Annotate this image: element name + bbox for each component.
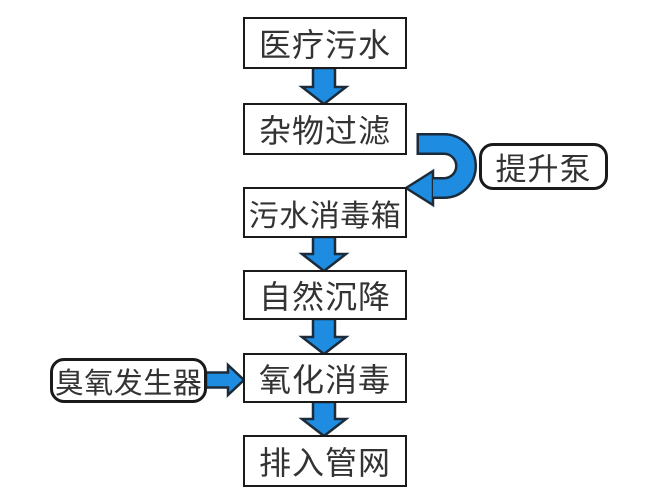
node-ozone-generator-label: 臭氧发生器 — [54, 367, 203, 400]
node-disinfection-tank-label: 污水消毒箱 — [248, 199, 402, 233]
node-disinfection-tank: 污水消毒箱 — [243, 187, 407, 238]
node-natural-sedimentation: 自然沉降 — [243, 270, 407, 320]
node-medical-sewage-label: 医疗污水 — [258, 27, 391, 63]
node-oxidation-disinfection-label: 氧化消毒 — [258, 362, 391, 398]
node-discharge-pipe-network: 排入管网 — [243, 435, 407, 487]
down-arrow-icon-4 — [298, 400, 350, 438]
node-debris-filter-label: 杂物过滤 — [258, 113, 391, 149]
down-arrow-icon-1 — [298, 66, 350, 106]
node-ozone-generator: 臭氧发生器 — [50, 358, 207, 403]
node-natural-sedimentation-label: 自然沉降 — [258, 279, 391, 315]
node-discharge-pipe-network-label: 排入管网 — [258, 445, 391, 481]
node-lift-pump: 提升泵 — [479, 143, 608, 190]
node-oxidation-disinfection: 氧化消毒 — [243, 353, 407, 403]
down-arrow-icon-3 — [298, 317, 350, 356]
down-arrow-icon-2 — [298, 235, 350, 273]
u-turn-arrow-icon — [403, 133, 477, 208]
node-lift-pump-label: 提升泵 — [495, 152, 592, 187]
right-arrow-icon — [204, 362, 246, 398]
node-debris-filter: 杂物过滤 — [243, 103, 407, 155]
node-medical-sewage: 医疗污水 — [243, 17, 407, 69]
